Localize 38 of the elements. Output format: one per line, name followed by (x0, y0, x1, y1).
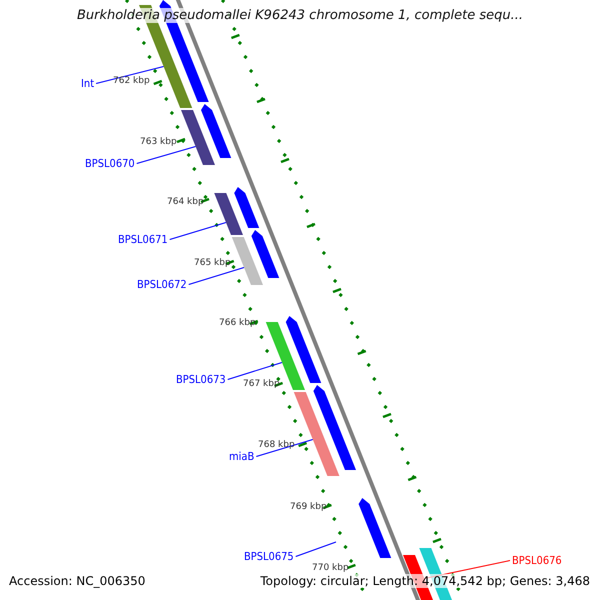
gene-feature (313, 385, 356, 470)
gene-label: BPSL0671 (118, 233, 168, 246)
gene-bar (294, 392, 340, 476)
topology-text: Topology: circular; Length: 4,074,542 bp; Genes: 3,468 (260, 574, 590, 588)
tick-label: 764 kbp (167, 197, 204, 207)
gene-label: Int (81, 77, 94, 90)
gene-feature (251, 230, 280, 278)
gene-bar (214, 193, 243, 235)
tick-label: 770 kbp (312, 563, 349, 573)
tick-label: 768 kbp (258, 440, 295, 450)
tick-label: 765 kbp (194, 258, 231, 268)
gene-bar (266, 322, 305, 390)
leader-line (96, 66, 164, 84)
title: Burkholderia pseudomallei K96243 chromosome 1, complete sequ... (76, 8, 524, 23)
gene-label: BPSL0676 (512, 554, 562, 567)
gene-label: BPSL0675 (244, 550, 294, 563)
leader-line (188, 267, 244, 285)
gene-label: BPSL0672 (137, 278, 187, 291)
gene-feature (234, 187, 260, 228)
leader-line (227, 362, 282, 380)
leader-line (169, 222, 226, 240)
tick-label: 769 kbp (290, 502, 327, 512)
gene-label: BPSL0673 (176, 373, 226, 386)
gene-label: miaB (229, 450, 254, 463)
tick-label: 763 kbp (140, 137, 177, 147)
gene-bar (232, 237, 263, 285)
gene-feature (286, 316, 322, 383)
accession-text: Accession: NC_006350 (9, 574, 146, 588)
leader-line (256, 439, 314, 457)
gene-bar (181, 110, 215, 165)
leader-line (136, 146, 196, 164)
leader-line (295, 542, 336, 557)
tick-label: 766 kbp (219, 318, 256, 328)
tick-label: 762 kbp (113, 76, 150, 86)
gene-feature (358, 498, 392, 558)
gene-feature (201, 104, 232, 158)
tick-label: 767 kbp (243, 379, 280, 389)
gene-label: BPSL0670 (85, 157, 135, 170)
